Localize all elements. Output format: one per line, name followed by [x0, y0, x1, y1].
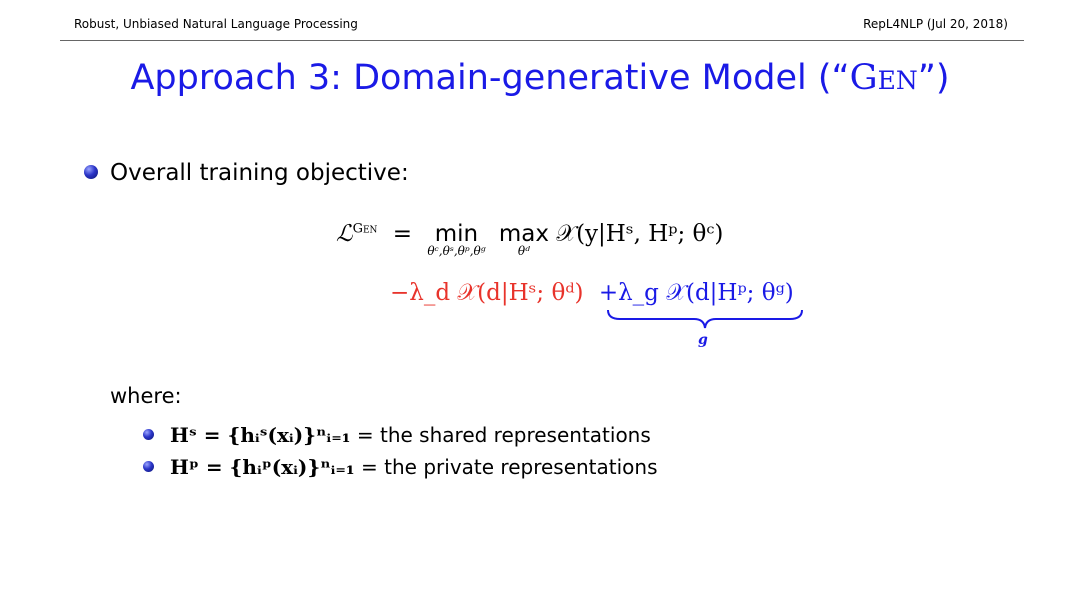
max-subscript: θᵈ [517, 244, 530, 258]
max-label: max [498, 221, 549, 247]
lhs-symbol: ℒ [336, 221, 353, 247]
shared-text: = the shared representations [356, 423, 651, 447]
objective-line-1: ℒGen = min θᶜ,θˢ,θᵖ,θᵍ max θᵈ 𝒳(y|Hˢ, Hᵖ… [336, 221, 723, 257]
header-left-text: Robust, Unbiased Natural Language Proces… [74, 17, 358, 31]
min-operator: min θᶜ,θˢ,θᵖ,θᵍ [427, 221, 485, 257]
private-text: = the private representations [361, 455, 658, 479]
slide-header: Robust, Unbiased Natural Language Proces… [0, 0, 1080, 42]
objective-line-2: −λ_d 𝒳(d|Hˢ; θᵈ) +λ_g 𝒳(d|Hᵖ; θᵍ) [390, 280, 794, 306]
title-suffix: ”) [917, 58, 950, 98]
classification-term: 𝒳(y|Hˢ, Hᵖ; θᶜ) [556, 221, 724, 247]
main-bullet-text: Overall training objective: [110, 160, 409, 186]
slide-title: Approach 3: Domain-generative Model (“Ge… [0, 58, 1080, 98]
bullet-icon [84, 164, 98, 179]
shared-definition: Hˢ = {hᵢˢ(xᵢ)}ⁿᵢ₌₁ [170, 423, 351, 447]
sub-bullet-shared: Hˢ = {hᵢˢ(xᵢ)}ⁿᵢ₌₁ = the shared represen… [143, 423, 651, 447]
min-label: min [434, 221, 479, 247]
where-label: where: [110, 384, 182, 408]
bullet-icon [143, 429, 154, 440]
sub-bullet-private: Hᵖ = {hᵢᵖ(xᵢ)}ⁿᵢ₌₁ = the private represe… [143, 455, 658, 479]
header-right-text: RepL4NLP (Jul 20, 2018) [863, 17, 1008, 31]
domain-adversarial-term: −λ_d 𝒳(d|Hˢ; θᵈ) [390, 280, 584, 306]
main-bullet: Overall training objective: [84, 160, 409, 186]
underbrace-label: g [698, 332, 708, 348]
max-operator: max θᵈ [499, 221, 549, 257]
underbrace-icon [607, 309, 803, 329]
min-subscript: θᶜ,θˢ,θᵖ,θᵍ [427, 244, 486, 258]
equals-sign: = [392, 221, 413, 247]
private-definition: Hᵖ = {hᵢᵖ(xᵢ)}ⁿᵢ₌₁ [170, 455, 355, 479]
domain-generative-term: +λ_g 𝒳(d|Hᵖ; θᵍ) [598, 280, 794, 306]
title-prefix: Approach 3: Domain-generative Model (“ [130, 58, 850, 98]
title-gen: Gen [849, 58, 918, 98]
lhs-superscript: Gen [352, 221, 378, 237]
bullet-icon [143, 461, 154, 472]
header-divider [60, 40, 1024, 41]
